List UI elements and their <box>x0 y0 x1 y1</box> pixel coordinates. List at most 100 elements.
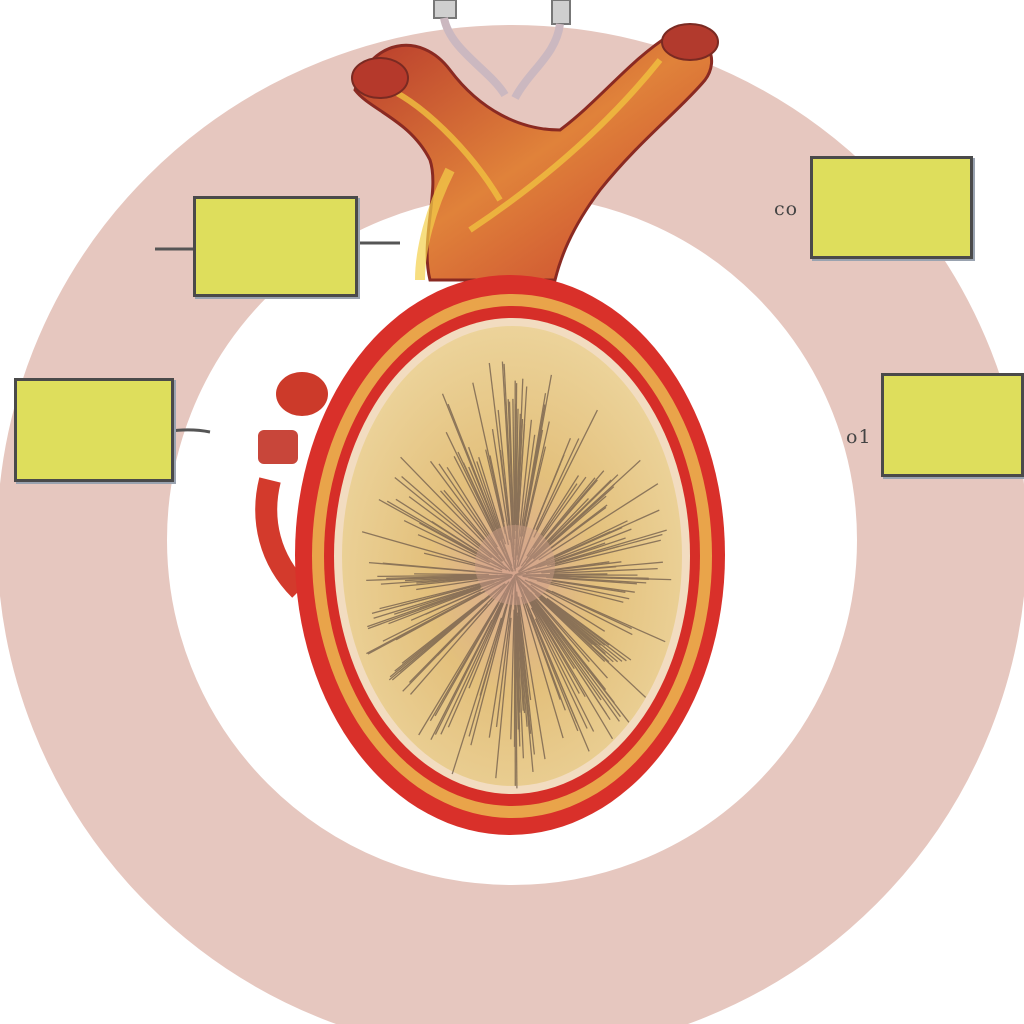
fibre-line <box>536 579 624 603</box>
fibre-line <box>530 607 595 732</box>
fibre-line <box>446 466 498 548</box>
fibre-line <box>379 579 494 610</box>
fibre-line <box>525 561 610 575</box>
top-tubes <box>433 0 571 100</box>
fibre-line <box>516 615 525 759</box>
fibre-line <box>378 499 505 570</box>
fibre-line <box>399 574 513 588</box>
fibre-line <box>528 577 630 600</box>
fibre-line <box>516 419 533 556</box>
fibre-line <box>519 434 536 537</box>
fibre-line <box>515 578 561 700</box>
fibre-line <box>479 607 507 696</box>
fibre-line <box>539 597 600 654</box>
fibre-line <box>495 594 514 728</box>
fibre-line <box>388 587 481 625</box>
fibre-line <box>478 457 507 545</box>
fibre-line <box>514 584 521 713</box>
fibre-line <box>533 409 598 538</box>
fibre-line <box>417 534 503 571</box>
fibre-line <box>495 617 512 779</box>
fibre-line <box>517 606 536 755</box>
fibre-line <box>485 449 507 535</box>
fibre-line <box>514 383 518 525</box>
fibre-line <box>429 460 514 572</box>
fibre-line <box>523 586 604 688</box>
fibre-line <box>516 393 547 560</box>
fibre-line <box>538 483 659 561</box>
fibre-line <box>462 462 505 552</box>
fibre-line <box>539 537 626 568</box>
fibre-line <box>510 609 515 740</box>
fibre-line <box>516 446 547 568</box>
fibre-line <box>525 479 598 563</box>
fibre-line <box>533 495 607 560</box>
fibre-line <box>361 531 494 570</box>
fibre-line <box>547 529 667 567</box>
fibre-line <box>550 545 620 566</box>
fibre-line <box>528 477 596 558</box>
fibre-line <box>488 574 516 738</box>
fibre-line <box>538 459 641 554</box>
label-box-upper-left[interactable] <box>193 196 358 297</box>
label-box-middle-right[interactable] <box>881 373 1024 477</box>
background-ring <box>0 25 1024 1024</box>
fibre-line <box>400 579 498 607</box>
fibre-line <box>386 500 489 561</box>
fibre-line <box>529 591 608 679</box>
fibre-line <box>401 599 484 664</box>
fibre-line <box>429 592 506 722</box>
fibre-line <box>468 576 516 689</box>
fibre-line <box>535 438 580 531</box>
fibre-line <box>440 579 514 735</box>
fibre-line <box>535 604 620 722</box>
fibre-line <box>368 561 499 575</box>
fibre-line <box>523 587 602 701</box>
fibre-line <box>468 466 501 542</box>
fibre-line <box>517 437 572 567</box>
fibre-line <box>517 596 532 701</box>
fibre-line <box>414 573 489 576</box>
fibre-line <box>476 461 504 540</box>
fibre-line <box>380 574 506 585</box>
fibre-line <box>377 574 478 578</box>
fibre-line <box>520 476 587 567</box>
fibre-line <box>520 506 607 572</box>
fibre-line <box>521 374 553 537</box>
fibre-line <box>536 608 608 715</box>
fibre-line <box>530 584 606 632</box>
fibre-line <box>517 386 528 531</box>
fibre-line <box>400 456 503 562</box>
side-vessels <box>255 372 328 598</box>
fibre-line <box>503 363 515 557</box>
fibre-line <box>524 586 590 663</box>
fibre-line <box>367 588 477 630</box>
fibre-line <box>516 616 524 711</box>
fibre-line <box>447 601 504 728</box>
fibre-line <box>546 576 637 585</box>
fibre-line <box>518 539 661 575</box>
callout-text-upper-right: co <box>774 198 799 220</box>
fibre-line <box>443 489 499 556</box>
fibre-line <box>542 566 617 574</box>
fibre-line <box>532 483 578 549</box>
fibre-line <box>401 476 504 566</box>
fibre-line <box>545 520 628 561</box>
fibre-line <box>529 581 632 630</box>
fibre-line <box>527 528 632 571</box>
fibre-line <box>547 578 635 593</box>
fibre-line <box>499 450 514 558</box>
fibre-line <box>522 575 626 593</box>
fibre-line <box>517 579 590 674</box>
fibre-line <box>491 429 511 540</box>
fibre-line <box>551 590 666 643</box>
fibre-line <box>508 401 515 546</box>
label-box-middle-left[interactable] <box>14 378 174 482</box>
fibre-line <box>549 567 658 575</box>
fibre-line <box>520 596 564 739</box>
fibre-line <box>430 619 493 740</box>
fibre-line <box>408 496 493 559</box>
fibre-line <box>523 498 589 567</box>
label-box-upper-right[interactable] <box>810 156 973 259</box>
